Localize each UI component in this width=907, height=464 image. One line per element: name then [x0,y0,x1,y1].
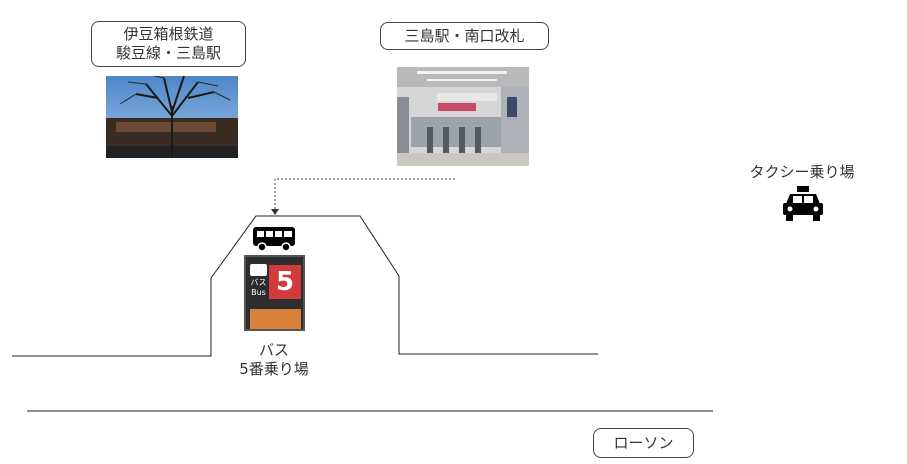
izuhakone-station-label: 伊豆箱根鉄道 駿豆線・三島駅 [91,21,246,67]
sign-bus-pictogram [250,264,267,276]
sign-number: 5 [269,265,301,299]
taxi-stand-label: タクシー乗り場 [749,163,855,181]
south-gate-photo [397,67,529,166]
izuhakone-label-line1: 伊豆箱根鉄道 [123,25,214,43]
bus-stop-sign: バス Bus 5 [244,255,305,331]
bus-stop-label: バス 5番乗り場 [224,341,324,379]
bus-stop-label-line2: 5番乗り場 [239,360,309,378]
sign-bus-text-en: Bus [251,288,266,297]
izuhakone-station-photo [106,76,238,158]
south-gate-label: 三島駅・南口改札 [380,22,549,50]
sign-bus-text: バス [250,278,267,287]
sign-bus-tag: バス Bus [249,264,268,302]
route-arrowhead [271,209,279,215]
taxi-icon [782,186,824,222]
lawson-label: ローソン [593,428,694,458]
bus-stop-label-line1: バス [258,341,289,359]
sign-lower-panel [250,309,301,329]
izuhakone-label-line2: 駿豆線・三島駅 [115,44,221,62]
left-road-edge [12,215,598,357]
walking-route [274,178,455,211]
bus-icon [252,226,296,252]
